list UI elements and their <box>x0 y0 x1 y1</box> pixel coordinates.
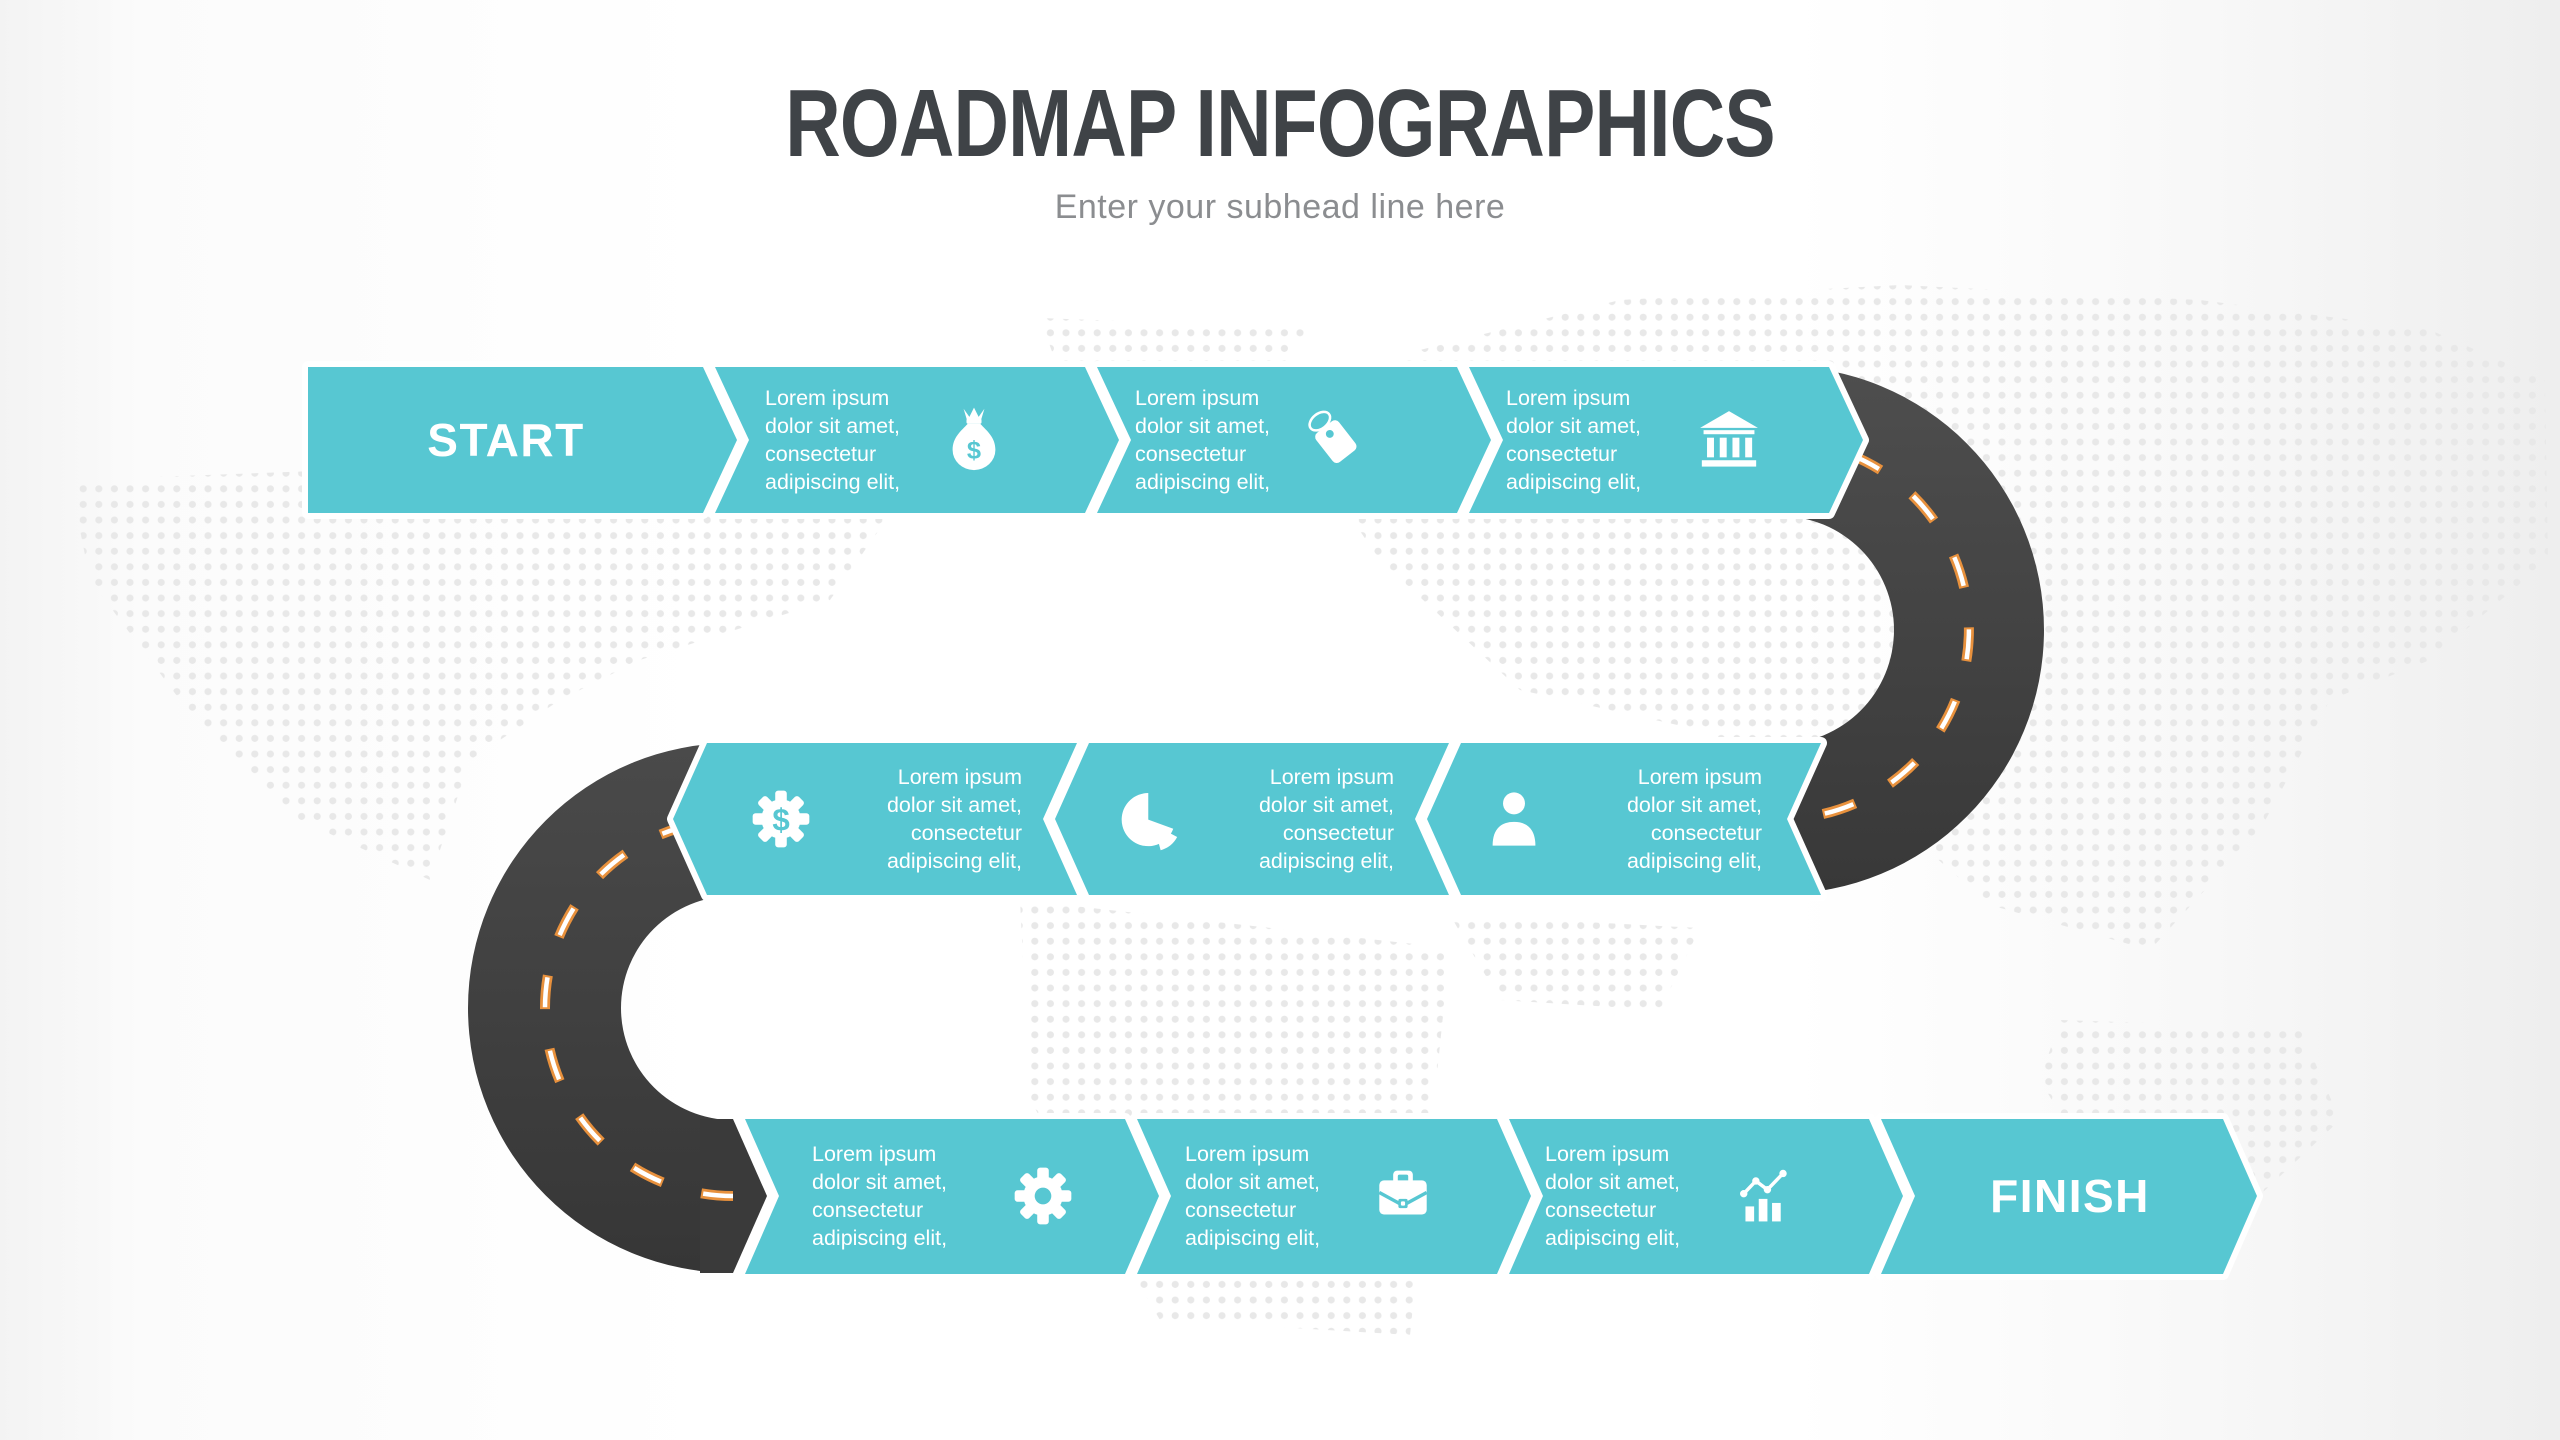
segment-step3-shape <box>1463 361 1869 519</box>
road-curves <box>468 366 2044 1273</box>
segment-start-shape <box>302 361 743 519</box>
segment-step1-shape <box>709 361 1125 519</box>
page-title: ROADMAP INFOGRAPHICS <box>785 70 1775 177</box>
step-text-3: Lorem ipsum dolor sit amet, consectetur … <box>1506 386 1642 494</box>
person-icon <box>1492 792 1536 846</box>
gear-icon <box>1014 1167 1072 1225</box>
svg-text:$: $ <box>967 437 981 465</box>
briefcase-icon <box>1378 1170 1428 1215</box>
segment-finish-shape <box>1875 1113 2263 1280</box>
segment-step8-shape <box>1131 1113 1537 1280</box>
road-end-tip <box>700 1119 767 1273</box>
chevron-segments <box>302 361 2263 1280</box>
svg-text:$: $ <box>772 803 789 838</box>
step-text-8: Lorem ipsum dolor sit amet, consectetur … <box>1185 1142 1321 1250</box>
finish-label: FINISH <box>1990 1170 2150 1222</box>
start-label: START <box>427 414 585 466</box>
pie-chart-icon <box>1121 792 1178 851</box>
road-dash-white-left <box>542 817 734 1199</box>
bank-icon <box>1700 411 1758 467</box>
road-curve-left <box>468 743 733 1273</box>
segment-step5-shape <box>1049 737 1455 901</box>
road-dash-white-right <box>1779 438 1972 822</box>
step-text-7: Lorem ipsum dolor sit amet, consectetur … <box>812 1142 948 1250</box>
price-tag-icon <box>1308 410 1357 464</box>
step-text-6: Lorem ipsum dolor sit amet, consectetur … <box>1626 765 1762 873</box>
segment-step7-shape <box>739 1113 1165 1280</box>
money-bag-icon: $ <box>952 407 996 471</box>
segment-step2-shape <box>1091 361 1497 519</box>
segment-step9-shape <box>1503 1113 1909 1280</box>
segment-step6-shape <box>1421 737 1827 901</box>
page-subtitle: Enter your subhead line here <box>1054 188 1506 226</box>
road-curve-right <box>1780 366 2044 894</box>
growth-chart-icon <box>1740 1169 1787 1222</box>
gear-dollar-icon: $ <box>752 790 810 848</box>
step-text-5: Lorem ipsum dolor sit amet, consectetur … <box>1258 765 1394 873</box>
step-text-2: Lorem ipsum dolor sit amet, consectetur … <box>1135 386 1271 494</box>
step-text-9: Lorem ipsum dolor sit amet, consectetur … <box>1545 1142 1681 1250</box>
segment-step4-shape <box>667 737 1083 901</box>
step-text-1: Lorem ipsum dolor sit amet, consectetur … <box>765 386 901 494</box>
step-text-4: Lorem ipsum dolor sit amet, consectetur … <box>886 765 1022 873</box>
